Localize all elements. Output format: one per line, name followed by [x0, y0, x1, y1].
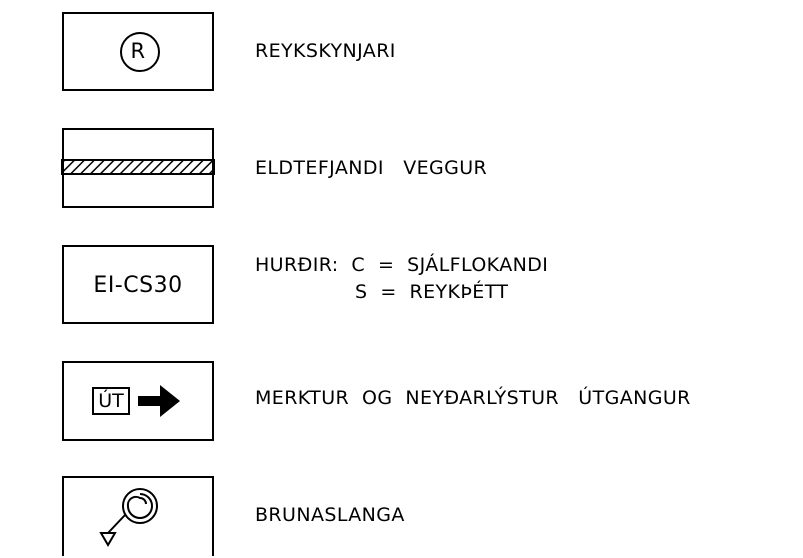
exit-label: MERKTUR OG NEYÐARLÝSTUR ÚTGANGUR	[255, 387, 691, 409]
hatched-wall-icon	[61, 159, 215, 175]
exit-symbol-box: ÚT	[62, 361, 214, 441]
exit-sign: ÚT	[92, 387, 130, 415]
fire-hose-reel-icon	[99, 488, 158, 547]
arrow-right-icon	[138, 385, 180, 417]
smoke-detector-icon	[120, 32, 160, 72]
fire-wall-label: ELDTEFJANDI VEGGUR	[255, 157, 488, 179]
fire-hose-label: BRUNASLANGA	[255, 504, 405, 526]
doors-label-line2: S = REYKÞÉTT	[355, 281, 509, 303]
doors-label-line1: HURÐIR: C = SJÁLFLOKANDI	[255, 254, 549, 276]
door-rating-text: EI-CS30	[93, 273, 183, 298]
fire-wall-symbol-box	[61, 128, 215, 208]
exit-sign-text: ÚT	[98, 390, 124, 412]
smoke-detector-label: REYKSKYNJARI	[255, 40, 396, 62]
fire-hose-symbol-box	[62, 476, 214, 556]
smoke-detector-letter: R	[130, 39, 146, 63]
smoke-detector-symbol-box: R	[62, 12, 214, 91]
door-symbol-box: EI-CS30	[62, 245, 214, 324]
